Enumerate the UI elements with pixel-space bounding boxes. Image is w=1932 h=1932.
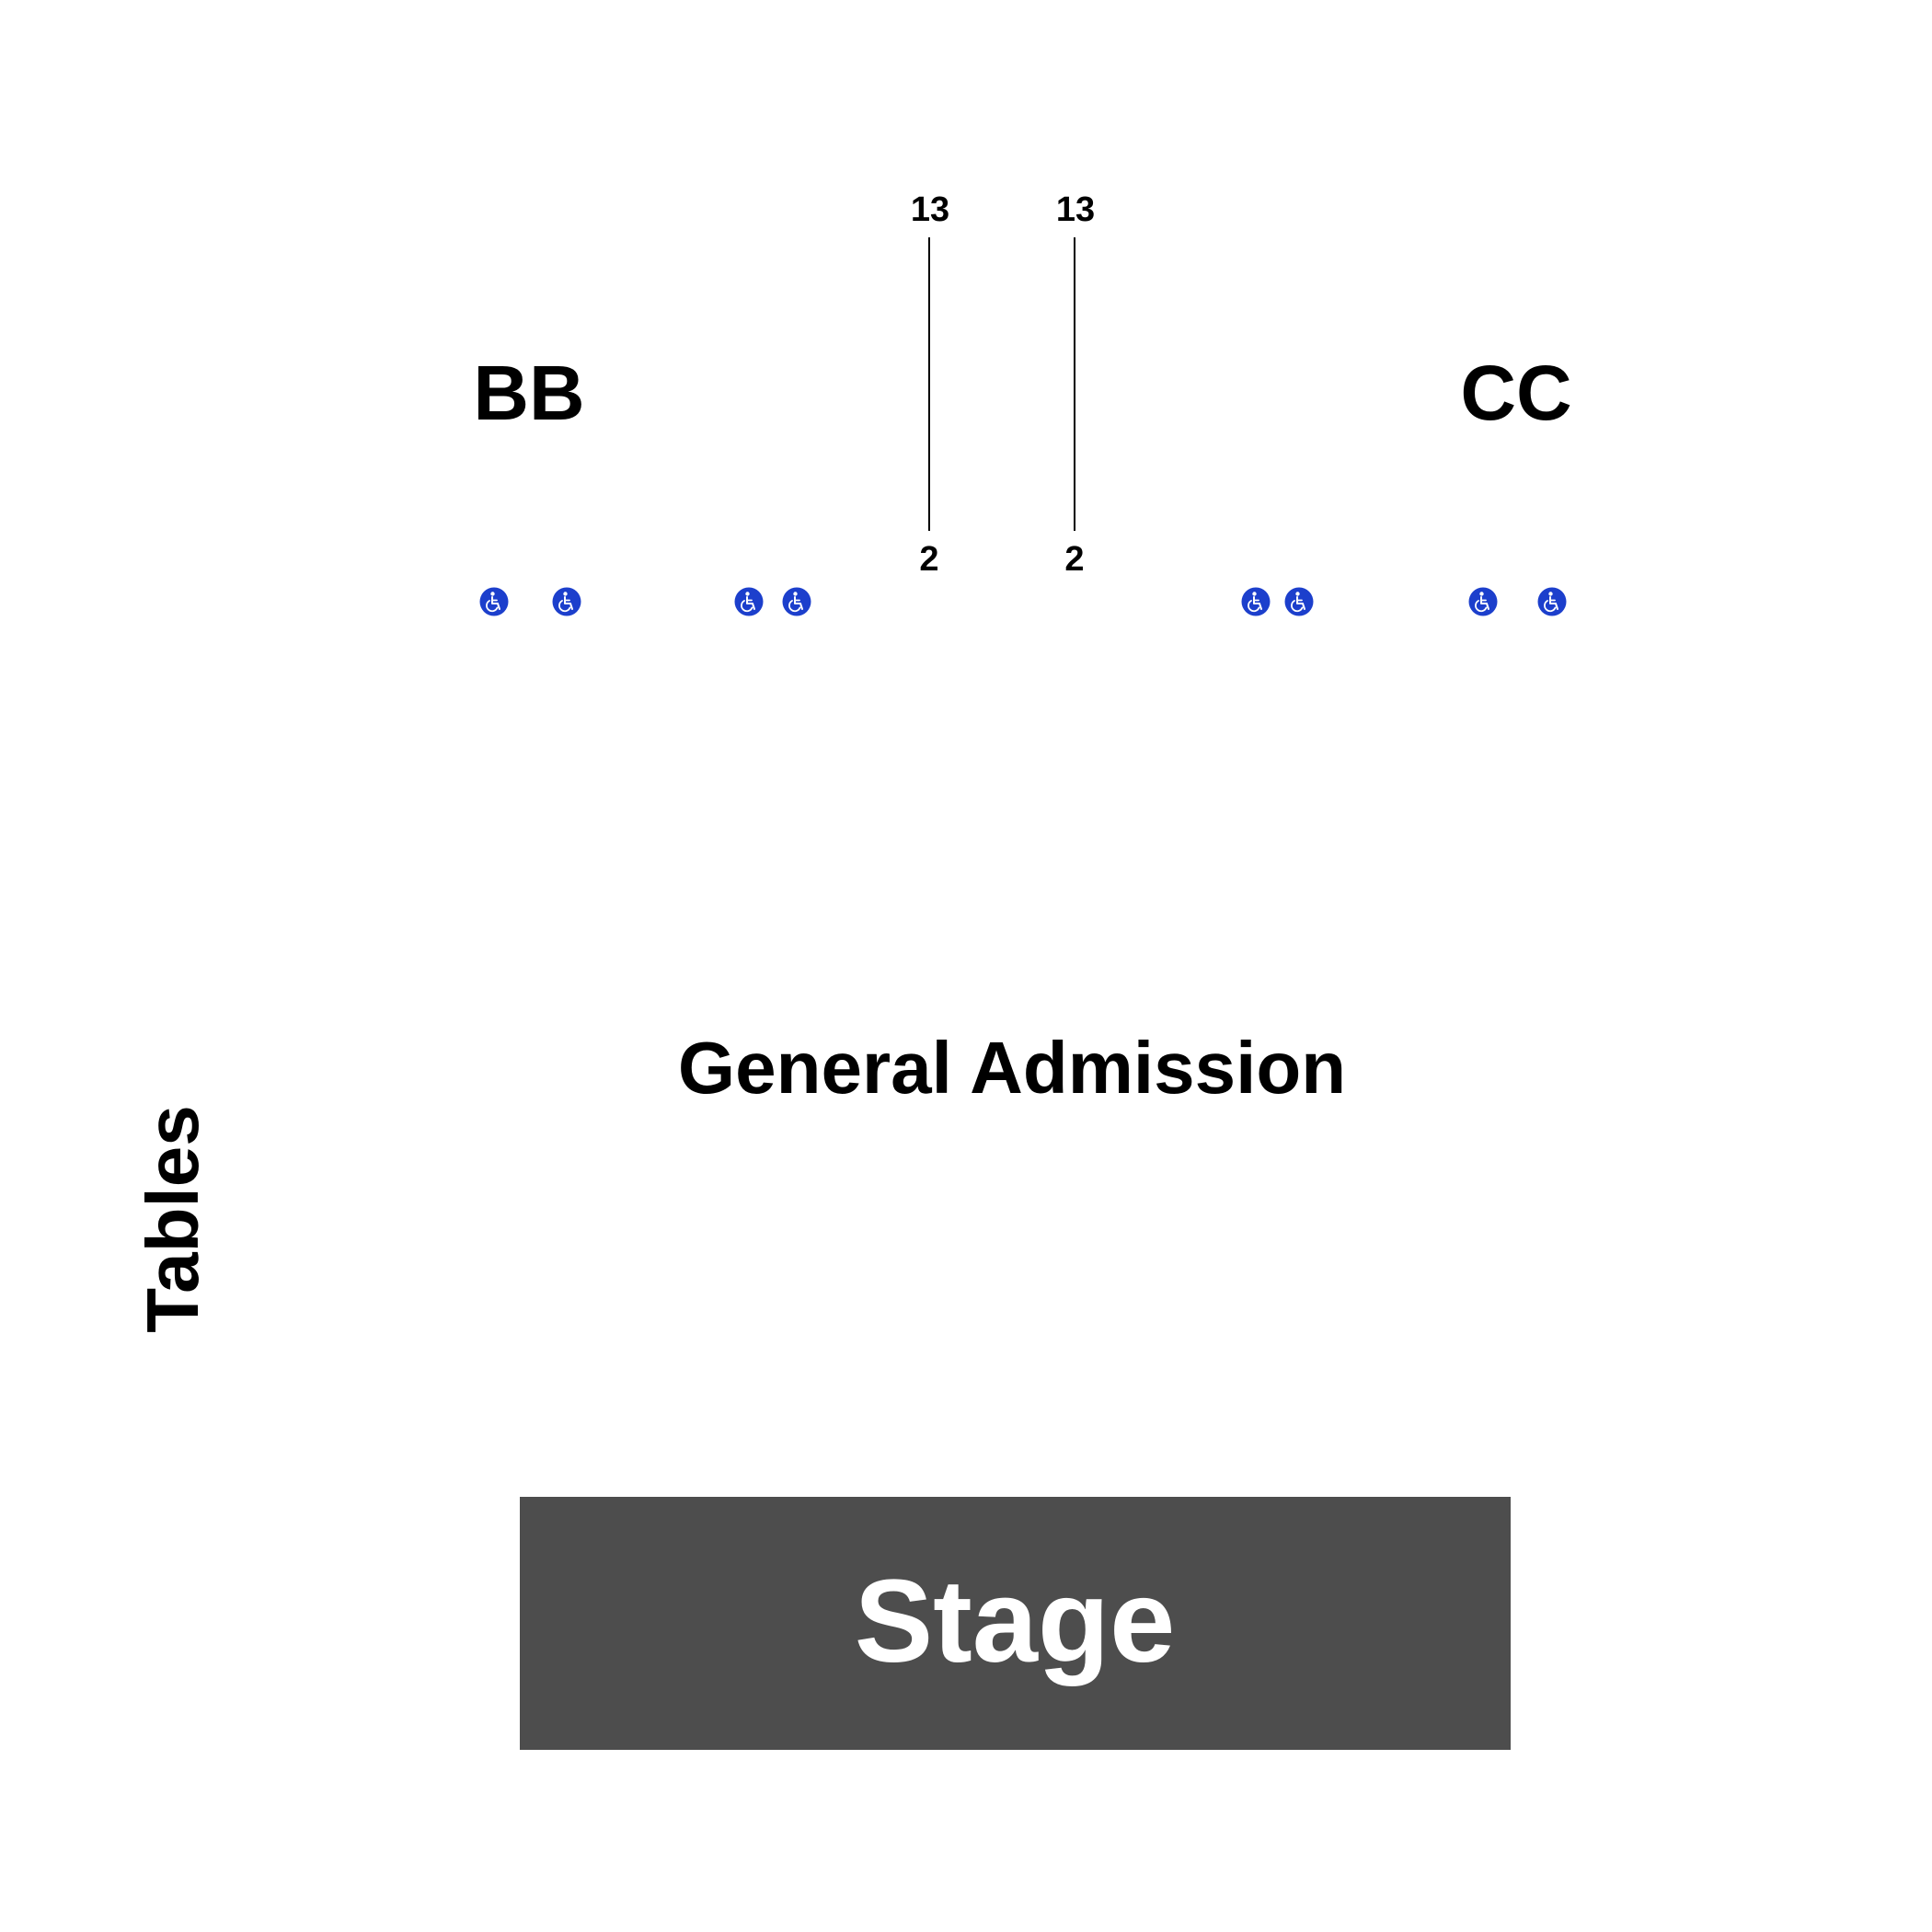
wheelchair-icon <box>486 592 500 613</box>
accessible-seat-marker <box>479 587 509 616</box>
accessible-seat[interactable] <box>1284 587 1314 616</box>
left-aisle-top-row-label: 13 <box>911 190 949 229</box>
accessible-seats <box>479 587 1567 616</box>
wheelchair-icon <box>1544 592 1558 613</box>
wheelchair-icon <box>558 592 573 613</box>
wheelchair-icon <box>1475 592 1489 613</box>
accessible-seat-marker <box>782 587 811 616</box>
wheelchair-icon <box>788 592 803 613</box>
right-aisle-row-markers: 13 2 <box>1056 190 1095 579</box>
left-aisle-row-markers: 13 2 <box>911 190 949 579</box>
accessible-seat-marker <box>734 587 764 616</box>
accessible-seat[interactable] <box>734 587 764 616</box>
stage-block <box>520 1497 1511 1750</box>
right-aisle-bottom-row-label: 2 <box>1064 540 1084 579</box>
accessible-seat[interactable] <box>1537 587 1567 616</box>
wheelchair-icon <box>741 592 755 613</box>
accessible-seat[interactable] <box>1241 587 1271 616</box>
accessible-seat[interactable] <box>479 587 509 616</box>
accessible-seat-marker <box>1537 587 1567 616</box>
wheelchair-icon <box>1248 592 1262 613</box>
tables-section-label[interactable]: Tables <box>132 1105 213 1333</box>
stage-label: Stage <box>855 1556 1176 1687</box>
left-aisle-bottom-row-label: 2 <box>919 540 938 579</box>
accessible-seat[interactable] <box>782 587 811 616</box>
general-admission-label[interactable]: General Admission <box>678 1027 1346 1109</box>
accessible-seat-marker <box>1284 587 1314 616</box>
accessible-seat[interactable] <box>1468 587 1498 616</box>
right-aisle-top-row-label: 13 <box>1056 190 1095 229</box>
accessible-seat-marker <box>1468 587 1498 616</box>
section-cc-label[interactable]: CC <box>1460 350 1571 436</box>
section-bb-label[interactable]: BB <box>473 350 584 436</box>
stage: Stage <box>520 1497 1511 1750</box>
accessible-seat[interactable] <box>552 587 581 616</box>
accessible-seat-marker <box>1241 587 1271 616</box>
wheelchair-icon <box>1291 592 1305 613</box>
accessible-seat-marker <box>552 587 581 616</box>
